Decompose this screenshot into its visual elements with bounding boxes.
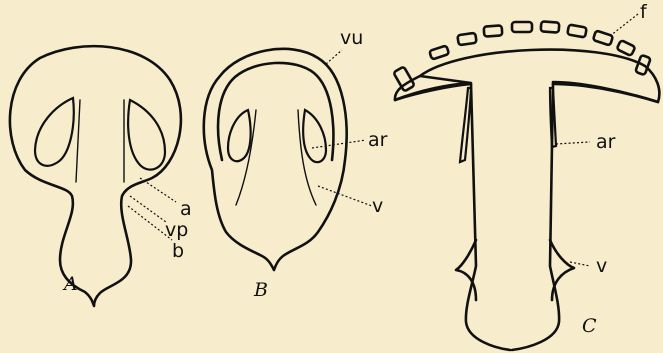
stage-c-leader-v [570,262,590,266]
stage-b-stem-left-line [236,110,256,205]
caption-a: A [62,273,78,295]
label-ar: ar [368,129,388,151]
cap-scale [617,40,636,56]
stage-b-leader-vu [326,50,342,64]
stage-c-volva-left [456,240,476,300]
stage-b-stem-right-line [298,110,316,205]
label-ar-c: ar [596,131,616,153]
cap-scale [457,33,476,45]
stage-c-cap-scales [393,21,650,91]
stage-c-stem-right [512,84,559,350]
cap-scale [512,22,532,32]
stage-b-outline [204,49,347,270]
stage-a-right-gill [128,100,165,170]
stage-a-leader-vp [130,196,166,222]
cap-scale [541,21,560,32]
cap-scale [567,25,586,38]
stage-b-diagram: vu ar v B [204,27,388,301]
stage-a-left-gill [35,98,74,166]
stage-b-left-gill [228,110,251,161]
stage-a-outline [10,46,181,306]
label-a: a [180,198,192,220]
stage-a-stem-left-line [76,100,80,182]
stage-c-left-annulus [460,88,471,162]
label-v-c: v [596,255,607,277]
stage-b-inner-layer [218,63,333,160]
cap-scale [393,66,414,91]
stage-c-cap-underside [395,84,658,102]
stage-c-leader-ar [556,142,590,144]
label-v: v [372,195,383,217]
label-b: b [172,240,184,262]
stage-b-leader-ar [312,140,366,148]
label-vu: vu [340,27,363,49]
stage-c-diagram: f ar v C [393,1,659,350]
stage-b-leader-v [318,186,372,206]
label-vp: vp [165,219,188,241]
stage-c-stem-left [466,84,510,350]
caption-c: C [582,315,597,337]
cap-scale [429,45,449,59]
caption-b: B [253,279,268,301]
stage-a-diagram: a vp b A [10,46,192,306]
stage-b-right-gill [303,110,326,162]
cap-scale [484,25,503,36]
stage-c-volva-right [550,240,574,300]
stage-c-leader-f [610,14,638,36]
label-f: f [640,1,648,23]
cap-scale [593,30,613,45]
